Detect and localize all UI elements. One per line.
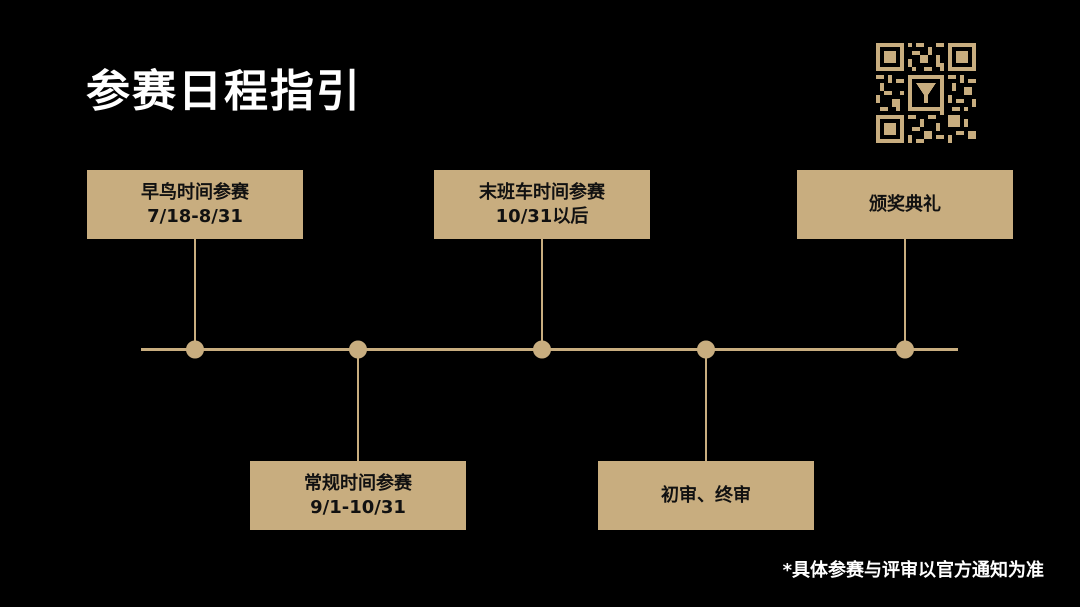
milestone-dates: 10/31以后 — [495, 205, 589, 227]
milestone-node — [349, 340, 367, 359]
milestone-dates: 9/1-10/31 — [310, 496, 406, 518]
milestone-dates: 7/18-8/31 — [147, 205, 243, 227]
milestone-node — [533, 340, 551, 359]
qr-code-icon — [876, 43, 976, 143]
milestone-label: 颁奖典礼 — [869, 193, 941, 215]
milestone-box: 初审、终审 — [598, 461, 814, 530]
milestone-node — [186, 340, 204, 359]
page-title: 参赛日程指引 — [86, 66, 362, 117]
milestone-label: 常规时间参赛 — [304, 472, 412, 494]
milestone-label: 末班车时间参赛 — [479, 181, 605, 203]
milestone-label: 早鸟时间参赛 — [141, 181, 249, 203]
milestone-node — [896, 340, 914, 359]
milestone-box: 颁奖典礼 — [797, 170, 1013, 239]
milestone-node — [697, 340, 715, 359]
milestone-label: 初审、终审 — [661, 484, 751, 506]
footnote: *具体参赛与评审以官方通知为准 — [782, 560, 1044, 581]
